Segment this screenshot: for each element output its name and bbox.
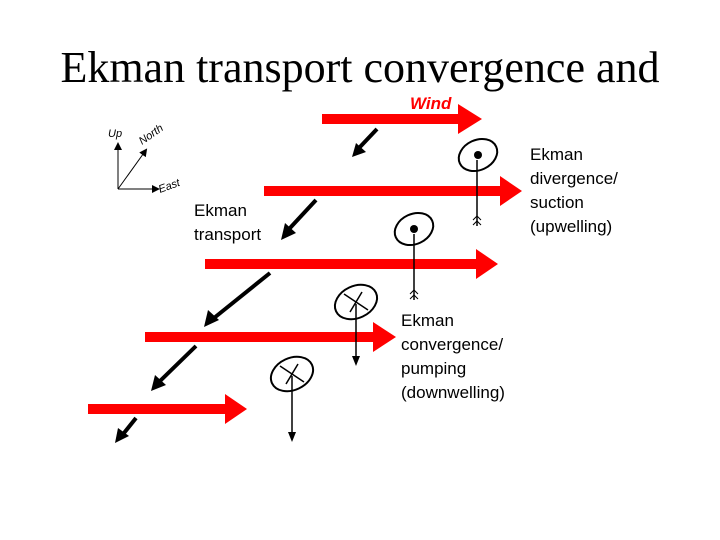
svg-text:(downwelling): (downwelling) (401, 383, 505, 402)
downwelling-symbol-1 (333, 283, 379, 366)
wind-label: Wind (410, 94, 452, 113)
wind-arrow-2 (264, 176, 522, 206)
downwelling-symbol-2 (269, 355, 315, 442)
transport-arrow-3 (204, 271, 272, 327)
upwelling-symbols (393, 137, 499, 300)
wind-arrow-3 (205, 249, 498, 279)
downwelling-symbols (269, 283, 379, 442)
wind-arrow-4 (145, 322, 396, 352)
wind-arrow-5 (88, 394, 247, 424)
transport-arrow-1 (352, 127, 379, 157)
axis-up-label: Up (108, 128, 122, 140)
svg-text:pumping: pumping (401, 359, 466, 378)
divergence-label: Ekman divergence/ suction (upwelling) (530, 145, 618, 236)
convergence-label: Ekman convergence/ pumping (downwelling) (401, 311, 505, 402)
svg-text:Ekman: Ekman (530, 145, 583, 164)
svg-text:transport: transport (194, 225, 261, 244)
transport-arrow-2 (281, 198, 318, 240)
axis-north-label: North (137, 122, 166, 147)
slide-title: Ekman transport convergence and (60, 43, 660, 92)
svg-text:suction: suction (530, 193, 584, 212)
wind-arrows (88, 104, 522, 424)
svg-text:Ekman: Ekman (401, 311, 454, 330)
svg-text:divergence/: divergence/ (530, 169, 618, 188)
axis-triad (114, 142, 160, 193)
upwelling-symbol-1 (457, 137, 499, 226)
ekman-transport-arrows (115, 127, 379, 443)
svg-text:Ekman: Ekman (194, 201, 247, 220)
svg-text:(upwelling): (upwelling) (530, 217, 612, 236)
axis-east-label: East (157, 177, 183, 196)
wind-arrow-1 (322, 104, 482, 134)
ekman-transport-label: Ekman transport (194, 201, 261, 244)
transport-arrow-5 (115, 416, 138, 443)
transport-arrow-4 (151, 344, 198, 391)
svg-text:convergence/: convergence/ (401, 335, 503, 354)
upwelling-symbol-2 (393, 211, 435, 300)
